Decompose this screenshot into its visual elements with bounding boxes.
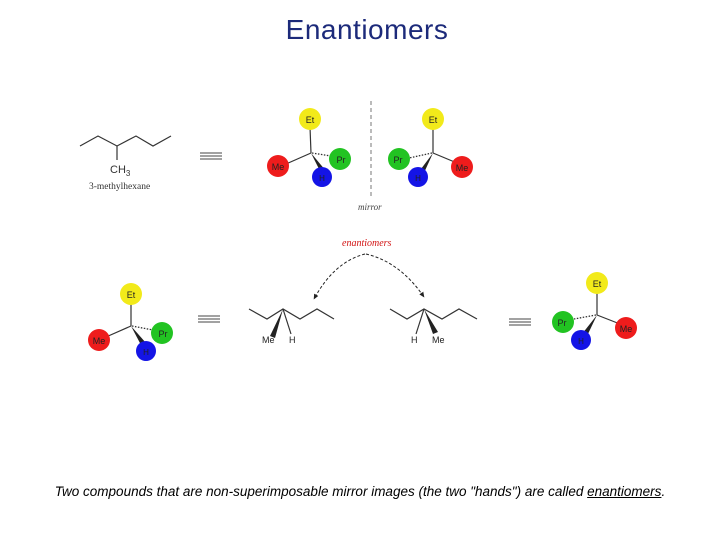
h-atom <box>136 341 156 361</box>
svg-text:Me: Me <box>456 163 469 173</box>
molecule-d: Et Pr Me H <box>552 272 637 350</box>
me-label: Me <box>262 335 275 345</box>
skeletal-name-label: 3-methylhexane <box>89 182 150 192</box>
et-atom <box>299 108 321 130</box>
ch3-label: CH3 <box>110 164 131 178</box>
pr-atom <box>388 148 410 170</box>
pr-atom <box>552 311 574 333</box>
me-label: Me <box>432 335 445 345</box>
et-atom <box>120 283 142 305</box>
caption: Two compounds that are non-superimposabl… <box>0 484 720 499</box>
identity-symbol-top <box>200 152 222 160</box>
mirror-label: mirror <box>358 202 382 212</box>
et-atom <box>586 272 608 294</box>
svg-text:Et: Et <box>429 115 438 125</box>
svg-text:H: H <box>143 348 149 357</box>
enantiomer-arrow-right <box>365 253 425 298</box>
et-atom <box>422 108 444 130</box>
h-atom <box>408 167 428 187</box>
skeletal-3-methylhexane <box>79 135 172 160</box>
skeletal-enantiomer-left: Me H <box>248 308 335 345</box>
svg-text:H: H <box>578 337 584 346</box>
caption-term: enantiomers <box>587 484 662 499</box>
svg-text:Me: Me <box>272 162 285 172</box>
svg-text:Et: Et <box>593 279 602 289</box>
enantiomer-arrow-left <box>313 253 366 300</box>
me-atom <box>451 156 473 178</box>
pr-atom <box>329 148 351 170</box>
svg-text:Pr: Pr <box>337 155 346 165</box>
me-atom <box>88 329 110 351</box>
page-title: Enantiomers <box>285 14 449 45</box>
h-label: H <box>289 335 296 345</box>
svg-text:Pr: Pr <box>394 155 403 165</box>
skeletal-enantiomer-right: H Me <box>389 308 478 345</box>
svg-text:H: H <box>415 174 421 183</box>
identity-symbol-bottom-right <box>509 318 531 326</box>
pr-atom <box>151 322 173 344</box>
caption-text: Two compounds that are non-superimposabl… <box>54 484 588 499</box>
me-atom <box>267 155 289 177</box>
svg-text:Pr: Pr <box>159 329 168 339</box>
molecule-a: Et Me Pr H <box>267 108 351 187</box>
molecule-b: Et Pr Me H <box>388 108 473 187</box>
enantiomers-label: enantiomers <box>342 238 392 249</box>
svg-text:Me: Me <box>93 336 106 346</box>
identity-symbol-bottom-left <box>198 315 220 323</box>
h-label: H <box>411 335 418 345</box>
svg-text:H: H <box>319 174 325 183</box>
molecule-c: Et Me Pr H <box>88 283 173 361</box>
h-atom <box>571 330 591 350</box>
svg-text:Et: Et <box>306 115 315 125</box>
h-atom <box>312 167 332 187</box>
me-atom <box>615 317 637 339</box>
carbon-chain <box>79 135 172 147</box>
svg-text:Me: Me <box>620 324 633 334</box>
caption-end: . <box>661 484 666 499</box>
svg-text:Pr: Pr <box>558 318 567 328</box>
svg-text:Et: Et <box>127 290 136 300</box>
